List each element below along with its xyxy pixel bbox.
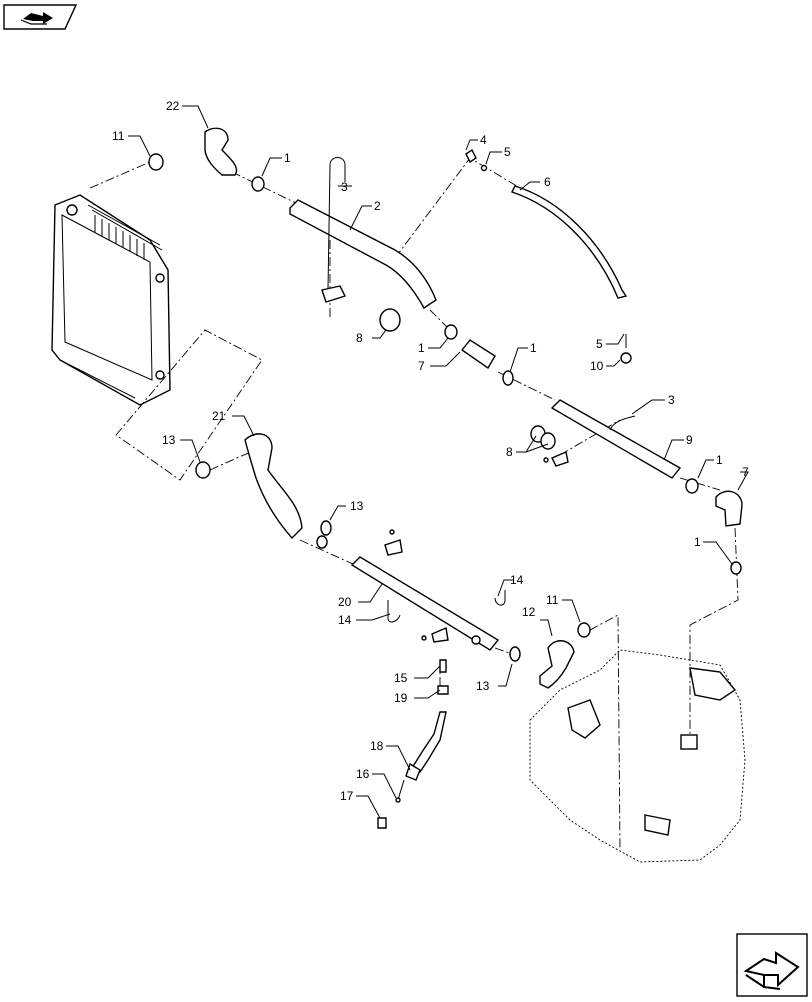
tube-14-a bbox=[387, 600, 401, 623]
clamp-1-mid bbox=[444, 324, 458, 340]
callout-label: 19 bbox=[394, 691, 408, 705]
engine-outline bbox=[529, 649, 746, 863]
callout-label: 6 bbox=[544, 175, 551, 189]
harness-18 bbox=[410, 711, 447, 773]
clamp-1-bottom bbox=[730, 561, 742, 575]
callout-label: 14 bbox=[510, 573, 524, 587]
clamp-11-top bbox=[148, 153, 164, 171]
fitting-5-top bbox=[480, 164, 488, 172]
clamp-11-right bbox=[577, 622, 591, 638]
plug-17 bbox=[377, 817, 387, 829]
next-page-arrow-icon bbox=[736, 933, 808, 997]
line-6 bbox=[511, 185, 628, 299]
next-page-nav-button[interactable] bbox=[736, 933, 808, 997]
callout-label: 13 bbox=[162, 433, 176, 447]
callout-label: 22 bbox=[166, 99, 180, 113]
callout-label: 20 bbox=[338, 595, 352, 609]
callout-label: 8 bbox=[506, 445, 513, 459]
callout-label: 3 bbox=[341, 180, 348, 194]
callout-label: 15 bbox=[394, 671, 408, 685]
hose-7-elbow bbox=[715, 490, 743, 527]
pipe-9 bbox=[550, 399, 682, 479]
hose-7-upper bbox=[460, 339, 496, 370]
callout-label: 5 bbox=[596, 337, 603, 351]
callout-label: 1 bbox=[716, 453, 723, 467]
callout-label: 3 bbox=[668, 393, 675, 407]
washer-16 bbox=[395, 797, 401, 803]
callout-label: 5 bbox=[504, 145, 511, 159]
callout-label: 18 bbox=[370, 739, 384, 753]
clamp-1-lower-right bbox=[685, 478, 699, 494]
callout-label: 7 bbox=[418, 359, 425, 373]
grommet-8-top bbox=[379, 308, 401, 332]
callout-label: 13 bbox=[350, 499, 364, 513]
hose-12 bbox=[539, 640, 575, 689]
tube-14-b bbox=[494, 590, 506, 606]
tube-3-top bbox=[329, 157, 346, 182]
cap-10 bbox=[620, 352, 632, 364]
hose-22 bbox=[204, 127, 238, 176]
top-book-nav-button[interactable] bbox=[3, 4, 78, 30]
callout-label: 17 bbox=[340, 789, 354, 803]
callout-label: 11 bbox=[546, 593, 559, 607]
callout-label: 10 bbox=[590, 359, 604, 373]
callout-label: 8 bbox=[356, 331, 363, 345]
callout-label: 14 bbox=[338, 613, 352, 627]
leader-lines bbox=[128, 105, 749, 819]
clamp-4 bbox=[465, 148, 477, 164]
radiator bbox=[51, 194, 171, 406]
clamp-1-right bbox=[502, 370, 514, 386]
tube-3-right bbox=[609, 415, 636, 431]
pipe-20 bbox=[350, 556, 500, 651]
clamp-1-lower bbox=[316, 535, 328, 549]
callout-label: 9 bbox=[686, 433, 693, 447]
callout-label: 21 bbox=[212, 409, 226, 423]
callout-label: 1 bbox=[418, 341, 425, 355]
clamp-1-top bbox=[251, 176, 265, 192]
callout-label: 7 bbox=[742, 465, 749, 479]
hose-21 bbox=[244, 433, 303, 540]
callout-label: 4 bbox=[480, 133, 487, 147]
callout-label: 11 bbox=[112, 129, 125, 143]
callout-label: 13 bbox=[476, 679, 490, 693]
sensor-15 bbox=[439, 659, 447, 673]
grommet-8-b bbox=[540, 432, 556, 450]
callout-labels: 22 11 1 3 2 4 5 6 8 1 7 1 5 10 3 9 8 1 7… bbox=[112, 99, 749, 803]
routing-lines bbox=[89, 157, 739, 851]
callout-label: 12 bbox=[522, 605, 536, 619]
callout-label: 16 bbox=[356, 767, 370, 781]
book-arrow-icon bbox=[3, 4, 78, 30]
callout-label: 1 bbox=[530, 341, 537, 355]
pipe-2 bbox=[289, 199, 437, 310]
clamp-13-left bbox=[195, 461, 211, 479]
callout-label: 2 bbox=[374, 199, 381, 213]
clamp-13-right bbox=[509, 646, 521, 662]
callout-label: 1 bbox=[694, 535, 701, 549]
callout-label: 1 bbox=[284, 151, 291, 165]
clamp-13-mid bbox=[320, 520, 332, 536]
